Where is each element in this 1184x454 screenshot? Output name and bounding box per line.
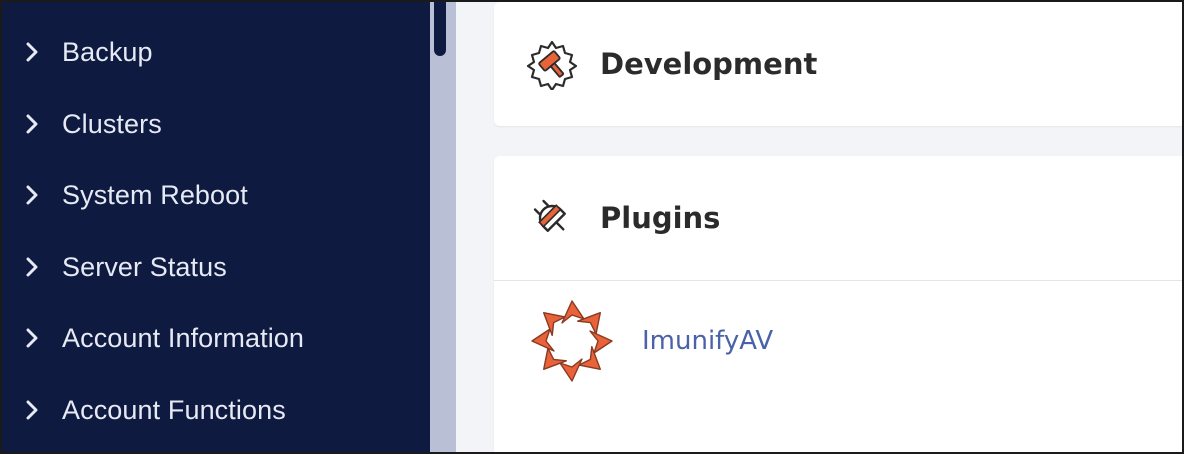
sidebar: Backup Clusters System Reboot Server Sta… [2, 2, 430, 452]
sidebar-item-label: Account Functions [62, 394, 286, 425]
imunifyav-link[interactable]: ImunifyAV [642, 326, 774, 356]
plug-icon [526, 192, 578, 244]
hammer-gear-icon [526, 38, 578, 90]
plugins-title: Plugins [600, 201, 721, 235]
sidebar-item-backup[interactable]: Backup [2, 22, 430, 82]
imunifyav-logo-icon [526, 295, 618, 387]
chevron-right-icon [22, 400, 42, 420]
sidebar-item-label: Backup [62, 36, 153, 67]
development-header[interactable]: Development [494, 2, 1182, 126]
main-content: Development Plugins [456, 2, 1182, 452]
chevron-right-icon [22, 185, 42, 205]
sidebar-item-label: Clusters [62, 108, 162, 139]
sidebar-item-account-functions[interactable]: Account Functions [2, 380, 430, 440]
sidebar-item-label: Server Status [62, 251, 227, 282]
sidebar-item-label: System Reboot [62, 179, 248, 210]
chevron-right-icon [22, 42, 42, 62]
sidebar-scrollbar-track[interactable] [430, 2, 456, 452]
plugins-header[interactable]: Plugins [494, 156, 1182, 280]
sidebar-scrollbar-thumb[interactable] [434, 2, 446, 56]
development-section[interactable]: Development [494, 2, 1182, 126]
sidebar-item-label: Account Information [62, 322, 305, 353]
sidebar-item-account-information[interactable]: Account Information [2, 308, 430, 368]
chevron-right-icon [22, 328, 42, 348]
sidebar-item-server-status[interactable]: Server Status [2, 237, 430, 297]
development-title: Development [600, 47, 818, 81]
sidebar-item-system-reboot[interactable]: System Reboot [2, 165, 430, 225]
plugins-section: Plugins [494, 156, 1182, 452]
chevron-right-icon [22, 114, 42, 134]
plugin-item-imunifyav[interactable]: ImunifyAV [494, 280, 1182, 401]
chevron-right-icon [22, 257, 42, 277]
sidebar-item-clusters[interactable]: Clusters [2, 94, 430, 154]
